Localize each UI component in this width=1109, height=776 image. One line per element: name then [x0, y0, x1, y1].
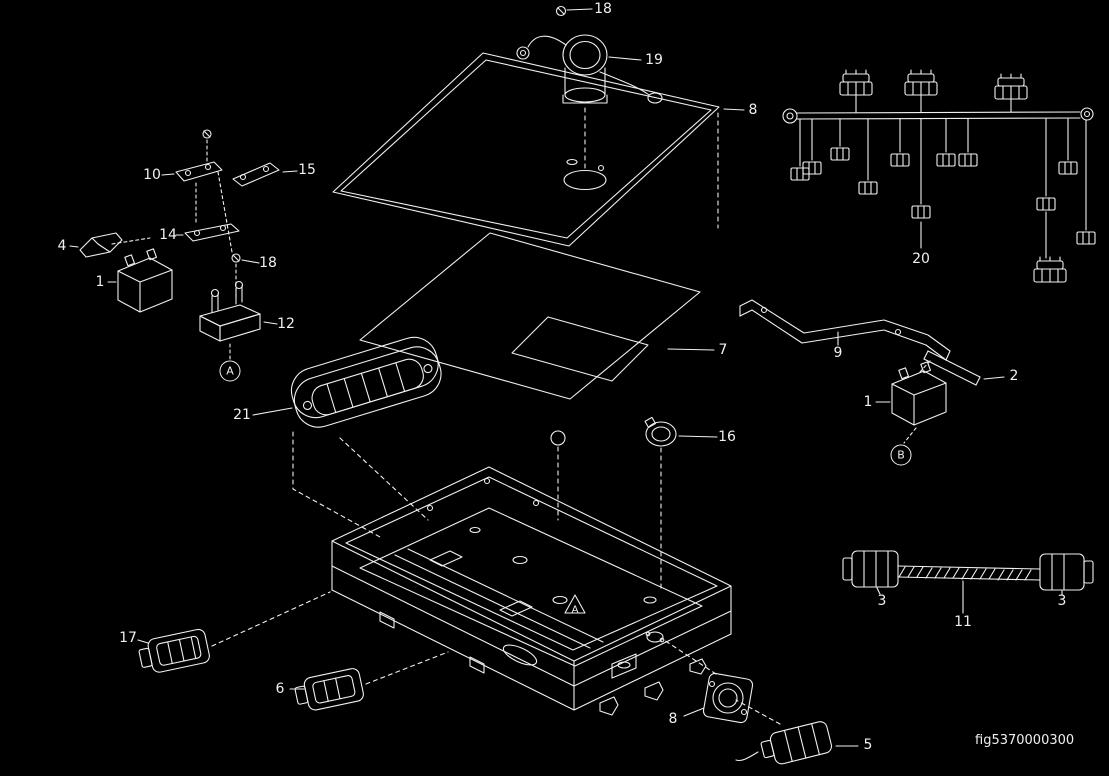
callout-a: A — [571, 604, 579, 616]
callout-b: B — [890, 444, 912, 466]
callout-1: 1 — [95, 274, 105, 290]
callout-5: 5 — [863, 737, 873, 753]
callout-21: 21 — [233, 407, 251, 423]
callout-2: 2 — [1009, 368, 1019, 384]
callout-20: 20 — [912, 251, 930, 267]
callout-19: 19 — [645, 52, 663, 68]
callout-18: 18 — [259, 255, 277, 271]
callout-4: 4 — [57, 238, 67, 254]
callout-3: 3 — [1057, 593, 1067, 609]
callout-a: A — [219, 360, 241, 382]
callout-16: 16 — [718, 429, 736, 445]
callout-7: 7 — [718, 342, 728, 358]
callout-12: 12 — [277, 316, 295, 332]
callout-9: 9 — [833, 345, 843, 361]
callout-11: 11 — [954, 614, 972, 630]
figure-id: fig5370000300 — [975, 733, 1075, 748]
callout-10: 10 — [143, 167, 161, 183]
callout-18: 18 — [594, 1, 612, 17]
callout-8: 8 — [748, 102, 758, 118]
callout-14: 14 — [159, 227, 177, 243]
callout-15: 15 — [298, 162, 316, 178]
callout-6: 6 — [275, 681, 285, 697]
callout-3: 3 — [877, 593, 887, 609]
callout-1: 1 — [863, 394, 873, 410]
callout-17: 17 — [119, 630, 137, 646]
callout-8: 8 — [668, 711, 678, 727]
